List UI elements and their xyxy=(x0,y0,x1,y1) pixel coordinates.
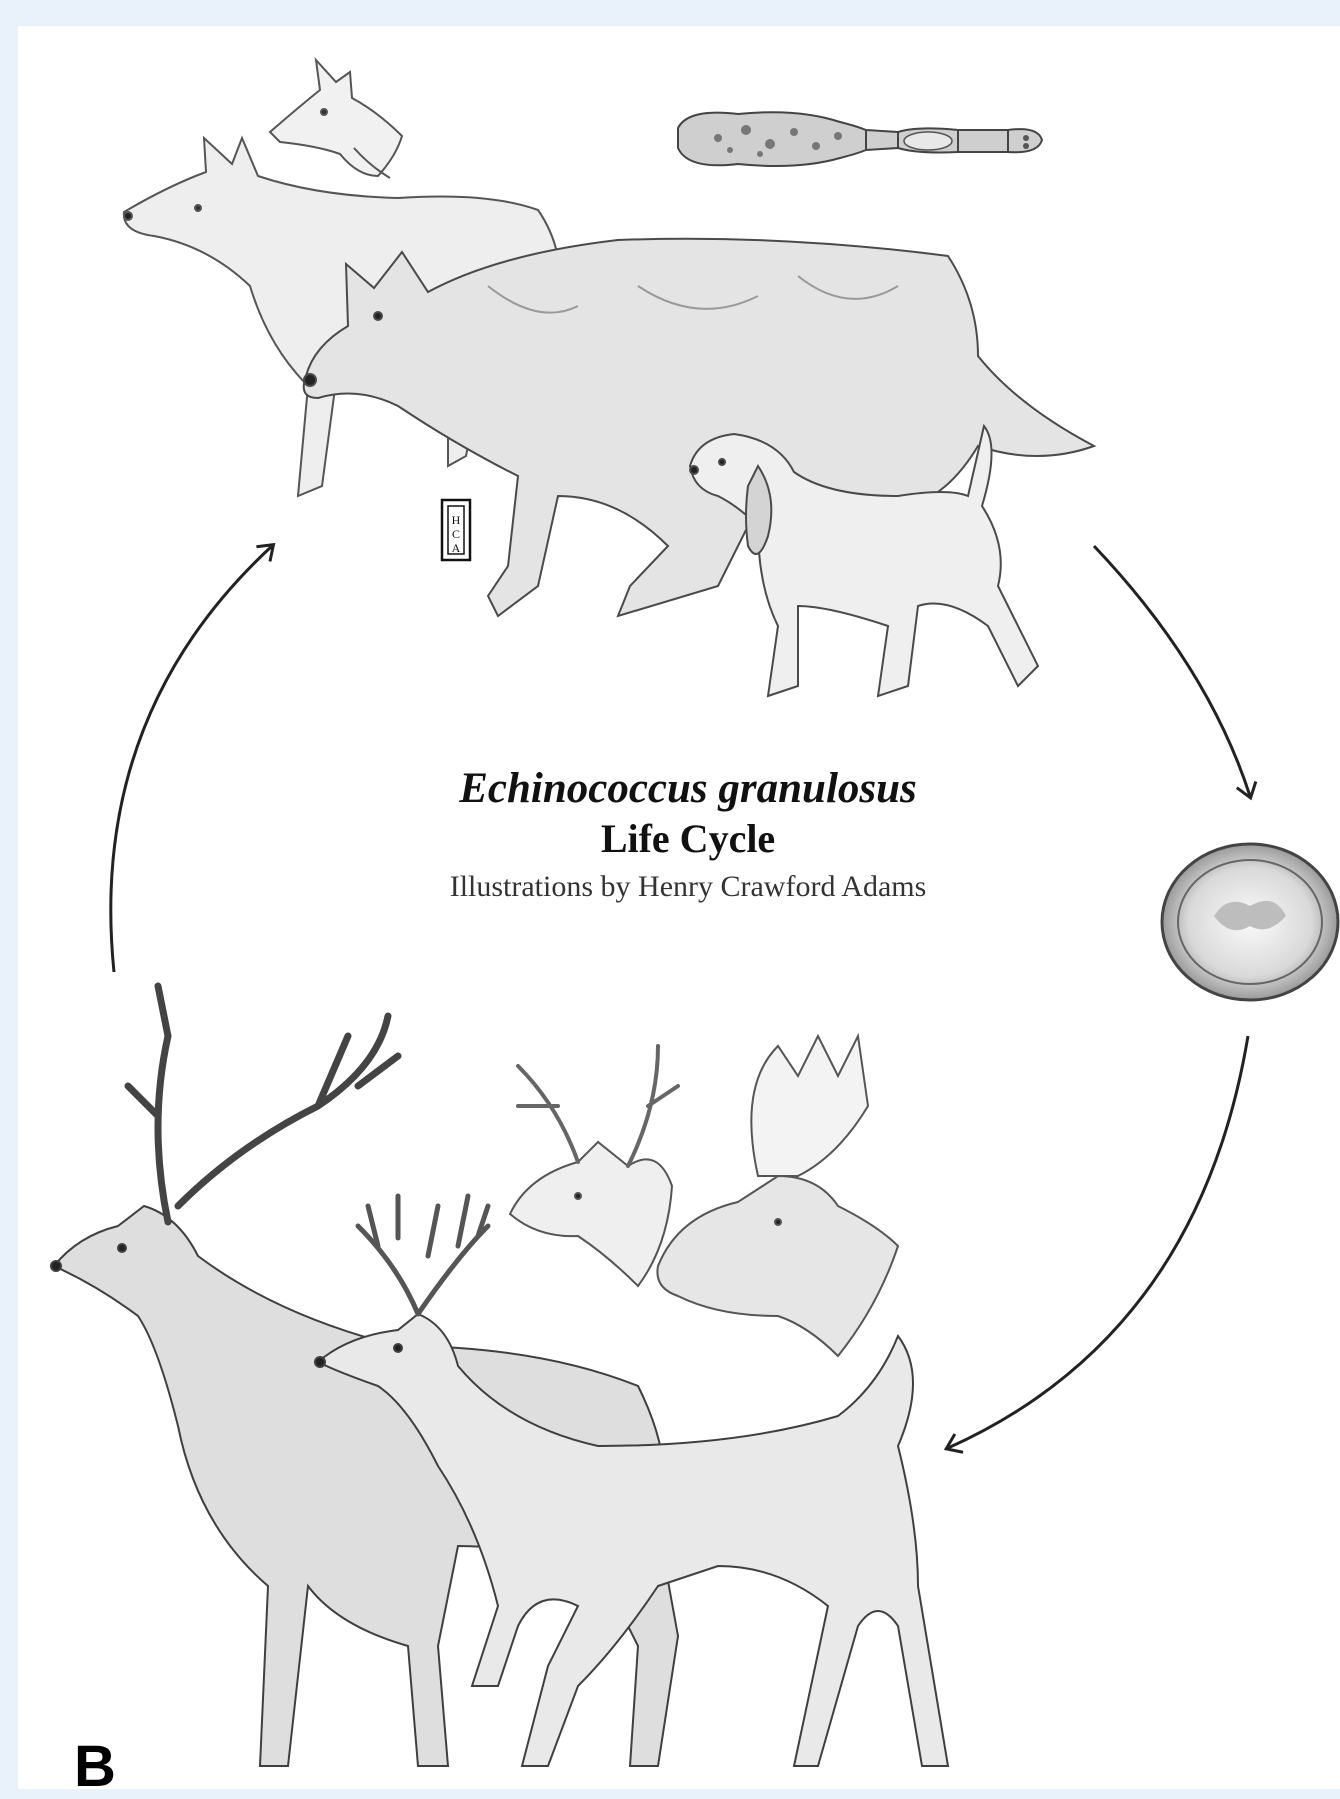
illustration-credit: Illustrations by Henry Crawford Adams xyxy=(348,864,1028,910)
adult-tapeworm-drawing xyxy=(678,112,1042,166)
arrow-egg-to-intermediate xyxy=(948,1036,1248,1448)
arrow-intermediate-to-definitive xyxy=(111,546,272,972)
panel-label: B xyxy=(74,1737,116,1797)
moose-head-drawing xyxy=(657,1036,898,1356)
svg-text:C: C xyxy=(452,527,460,541)
figure-subtitle: Life Cycle xyxy=(348,814,1028,864)
svg-text:H: H xyxy=(452,513,461,527)
arrow-definitive-to-egg xyxy=(1094,546,1250,796)
title-block: Echinococcus granulosus Life Cycle Illus… xyxy=(348,764,1028,910)
fox-head-drawing xyxy=(270,60,402,178)
life-cycle-figure: H C A xyxy=(18,26,1340,1789)
egg-drawing xyxy=(1162,844,1338,1000)
species-name: Echinococcus granulosus xyxy=(348,764,1028,814)
mule-deer-head-drawing xyxy=(510,1046,678,1286)
artist-monogram: H C A xyxy=(442,500,470,560)
svg-text:A: A xyxy=(452,541,461,555)
